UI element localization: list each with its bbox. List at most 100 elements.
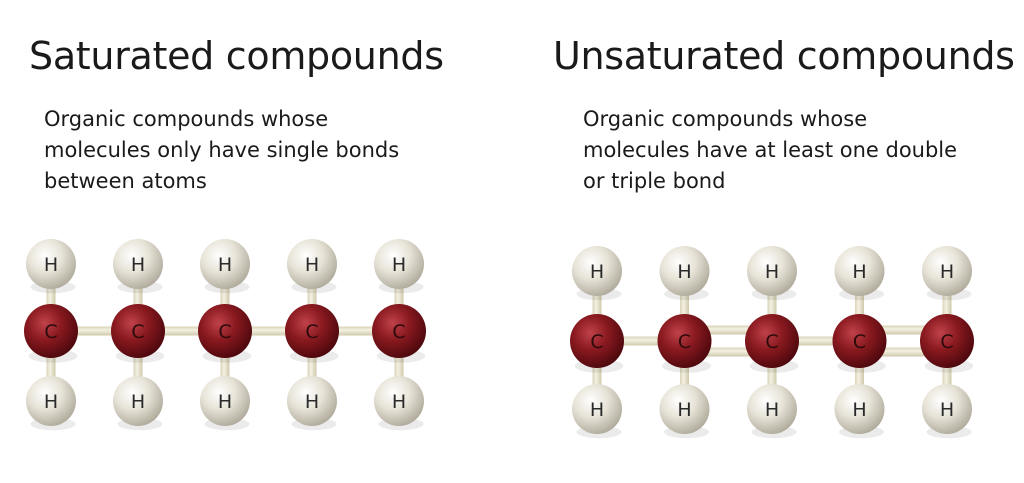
unsaturated-description-line: or triple bond xyxy=(583,169,726,193)
unsaturated-panel: Unsaturated compounds Organic compounds … xyxy=(520,0,1024,483)
hydrogen-label: H xyxy=(218,391,232,413)
hydrogen-label: H xyxy=(305,391,319,413)
single-bond xyxy=(225,326,312,336)
double-bond-line xyxy=(684,325,772,335)
carbon-atom: C xyxy=(570,314,624,373)
carbon-label: C xyxy=(853,331,866,353)
hydrogen-atom: H xyxy=(374,376,424,431)
ch-bond xyxy=(592,341,602,409)
carbon-atom: C xyxy=(111,304,165,363)
hydrogen-label: H xyxy=(765,261,779,283)
carbon-atom: C xyxy=(657,314,712,373)
hydrogen-label: H xyxy=(590,399,604,421)
hydrogen-atom: H xyxy=(287,239,337,294)
hydrogen-atom: H xyxy=(659,246,710,301)
single-bond xyxy=(51,326,138,336)
double-bond-line xyxy=(859,325,947,335)
carbon-label: C xyxy=(392,321,405,343)
single-bond xyxy=(312,326,399,336)
hydrogen-label: H xyxy=(765,399,779,421)
carbon-label: C xyxy=(218,321,231,343)
unsaturated-description-line: molecules have at least one double xyxy=(583,138,958,162)
hydrogen-atom: H xyxy=(834,246,885,301)
carbon-label: C xyxy=(678,331,691,353)
hydrogen-atom: H xyxy=(200,239,250,294)
carbon-label: C xyxy=(590,331,603,353)
double-bond-line xyxy=(859,347,947,357)
saturated-description: Organic compounds whose molecules only h… xyxy=(44,104,484,197)
bonds xyxy=(592,271,952,409)
hydrogen-atom: H xyxy=(287,376,337,431)
carbon-atom: C xyxy=(285,304,339,363)
single-bond xyxy=(597,336,685,346)
saturated-panel: Saturated compounds Organic compounds wh… xyxy=(0,0,500,483)
hydrogen-label: H xyxy=(44,254,58,276)
hydrogen-atom: H xyxy=(659,384,710,439)
ch-bond xyxy=(942,271,952,341)
hydrogen-atom: H xyxy=(834,384,885,439)
saturated-title: Saturated compounds xyxy=(29,34,444,78)
saturated-description-line: between atoms xyxy=(44,169,207,193)
hydrogen-label: H xyxy=(852,261,866,283)
ch-bond xyxy=(133,264,143,331)
hydrogen-atom: H xyxy=(200,376,250,431)
hydrogen-atom: H xyxy=(113,376,163,431)
unsaturated-description: Organic compounds whose molecules have a… xyxy=(583,104,1023,197)
ch-bond xyxy=(307,331,317,401)
saturated-description-line: molecules only have single bonds xyxy=(44,138,400,162)
hydrogen-atom: H xyxy=(922,246,972,301)
hydrogen-atom: H xyxy=(374,239,424,294)
carbon-label: C xyxy=(940,331,953,353)
hydrogen-atom: H xyxy=(572,246,622,301)
ch-bond xyxy=(680,271,689,341)
hydrogen-label: H xyxy=(44,391,58,413)
hydrogen-label: H xyxy=(131,254,145,276)
ch-bond xyxy=(394,264,404,331)
carbon-label: C xyxy=(44,321,57,343)
ch-bond xyxy=(220,264,230,331)
ch-bond xyxy=(394,331,404,401)
carbon-label: C xyxy=(305,321,318,343)
ch-bond xyxy=(133,331,143,401)
ch-bond xyxy=(592,271,602,341)
hydrogen-label: H xyxy=(392,254,406,276)
hydrogen-atom: H xyxy=(113,239,163,294)
ch-bond xyxy=(855,271,864,341)
saturated-description-line: Organic compounds whose xyxy=(44,107,329,131)
hydrogen-atom: H xyxy=(922,384,972,439)
carbon-atom: C xyxy=(24,304,78,363)
single-bond xyxy=(772,336,860,346)
ch-bond xyxy=(767,341,777,409)
carbon-atom: C xyxy=(832,314,887,373)
ch-bond xyxy=(220,331,230,401)
carbon-atom: C xyxy=(920,314,974,373)
ch-bond xyxy=(942,341,952,409)
hydrogen-atom: H xyxy=(26,376,76,431)
ch-bond xyxy=(307,264,317,331)
hydrogen-label: H xyxy=(218,254,232,276)
hydrogen-label: H xyxy=(305,254,319,276)
hydrogen-label: H xyxy=(677,399,691,421)
carbon-atom: C xyxy=(372,304,426,363)
ch-bond xyxy=(855,341,864,409)
hydrogen-label: H xyxy=(940,261,954,283)
ch-bond xyxy=(46,331,56,401)
carbon-label: C xyxy=(765,331,778,353)
unsaturated-description-line: Organic compounds whose xyxy=(583,107,868,131)
single-bond xyxy=(138,326,225,336)
carbon-atom: C xyxy=(745,314,799,373)
unsaturated-title: Unsaturated compounds xyxy=(553,34,1015,78)
hydrogen-atom: H xyxy=(26,239,76,294)
double-bond-line xyxy=(684,347,772,357)
hydrogen-label: H xyxy=(677,261,691,283)
hydrogen-atom: H xyxy=(747,246,797,301)
carbon-atom: C xyxy=(198,304,252,363)
hydrogen-label: H xyxy=(392,391,406,413)
hydrogen-label: H xyxy=(590,261,604,283)
hydrogen-atom: H xyxy=(747,384,797,439)
ch-bond xyxy=(767,271,777,341)
